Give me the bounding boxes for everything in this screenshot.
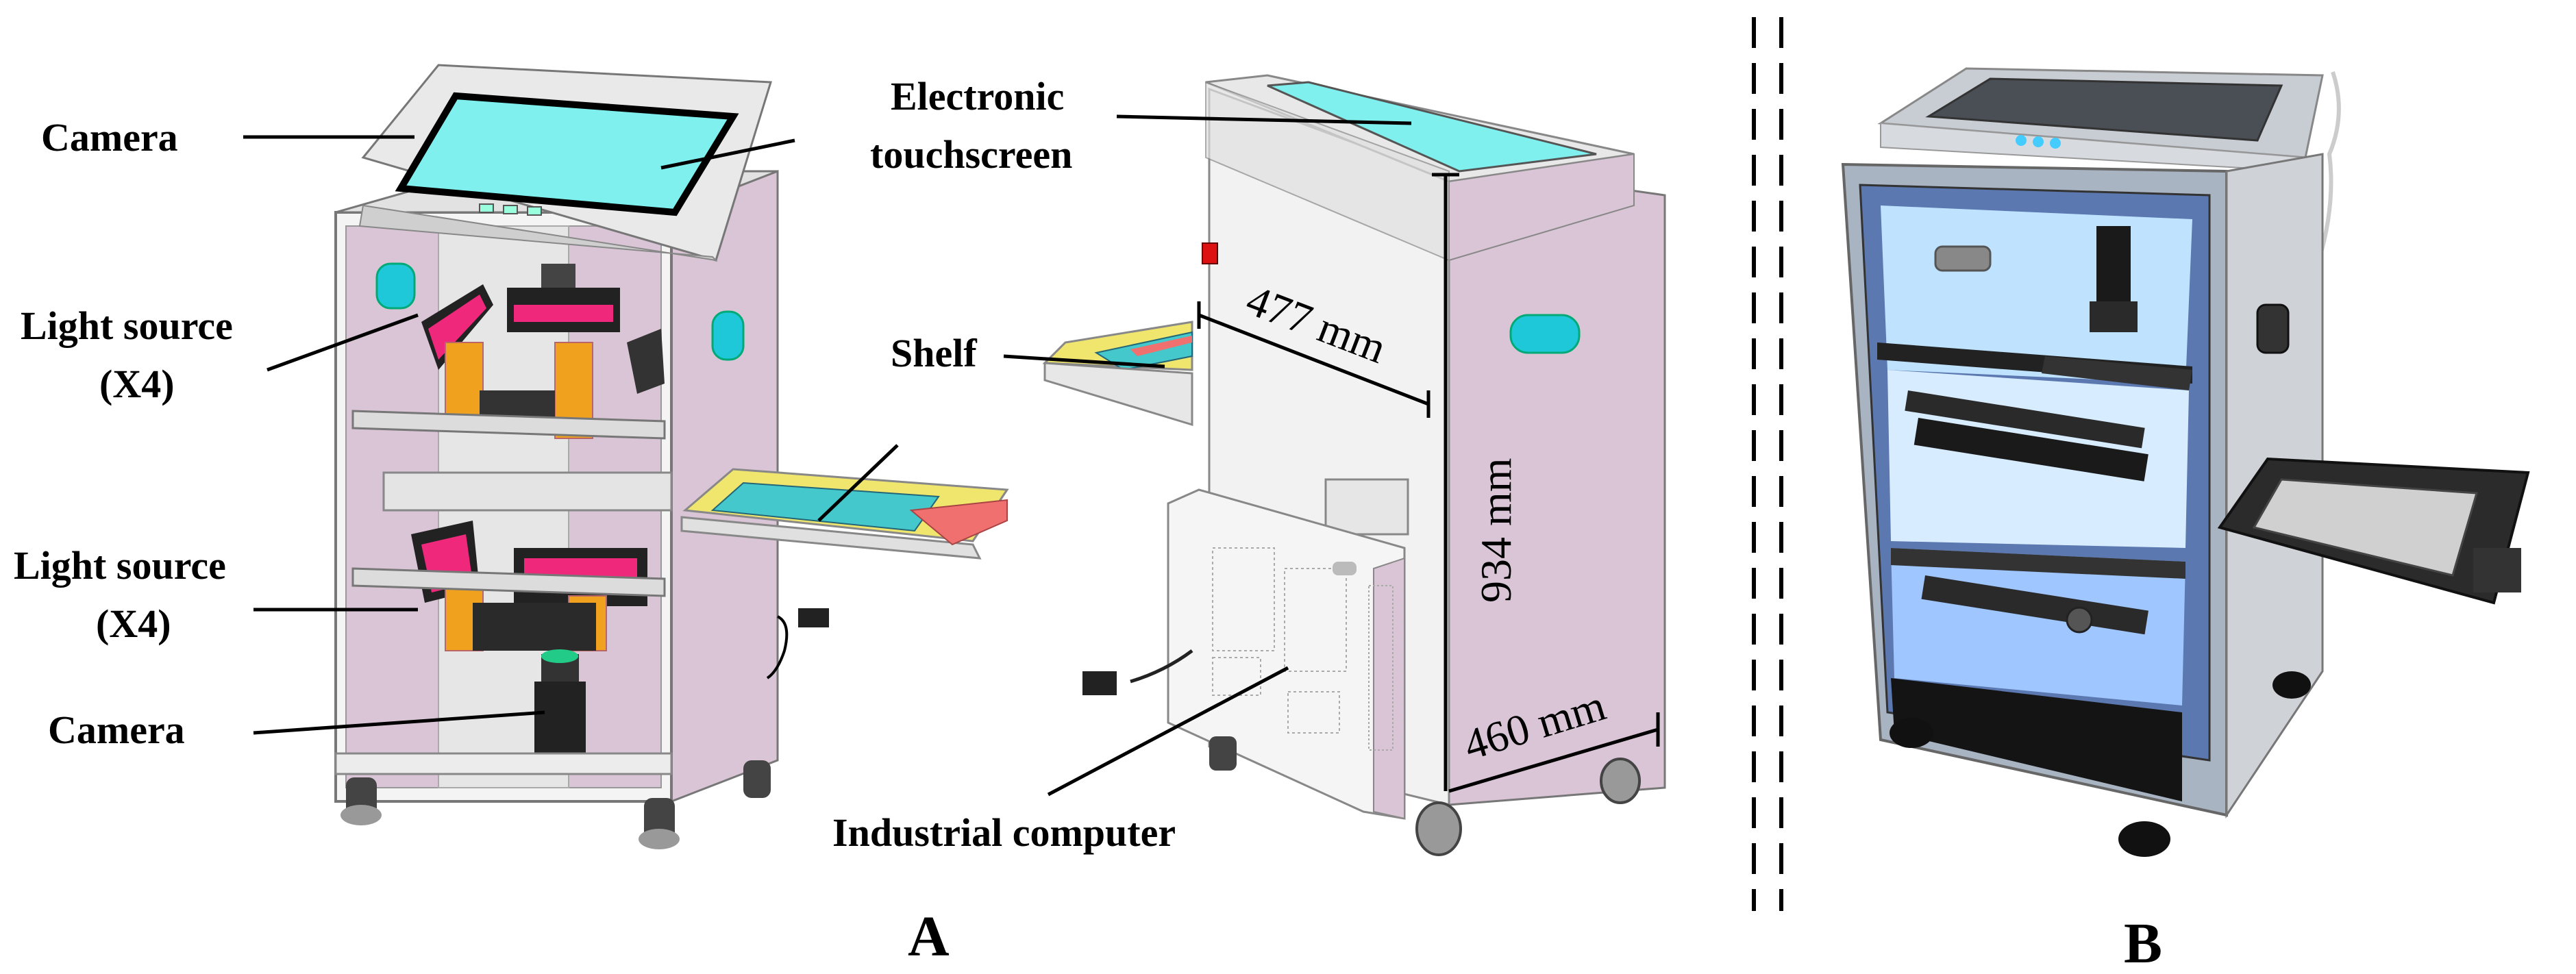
handle-icon <box>1509 314 1581 354</box>
leader-lines <box>243 114 1412 797</box>
panel-label-b: B <box>2124 912 2162 974</box>
label-industrial-computer: Industrial computer <box>832 810 1176 855</box>
electronic-touchscreen-rear <box>1267 81 1597 173</box>
label-light-lower-line1: Light source <box>14 543 226 588</box>
label-light-lower-line2: (X4) <box>96 601 171 646</box>
dimension-lines <box>1197 173 1660 793</box>
handle-icon <box>375 262 416 310</box>
label-light-upper-line1: Light source <box>21 303 233 348</box>
label-light-upper-line2: (X4) <box>99 362 175 406</box>
label-touchscreen-line2: touchscreen <box>870 132 1072 177</box>
label-touchscreen-line1: Electronic <box>891 74 1064 118</box>
cabinet-rear-view <box>1042 74 1666 856</box>
cabinet-front-view <box>334 64 1009 849</box>
label-camera-bottom: Camera <box>48 708 185 752</box>
handle-icon <box>2256 303 2290 354</box>
panel-label-a: A <box>908 905 950 969</box>
electronic-touchscreen-front <box>395 92 739 216</box>
dimension-height: 934 mm <box>1472 458 1520 603</box>
device-photo <box>1841 67 2530 857</box>
handle-icon <box>711 310 745 361</box>
label-camera-top: Camera <box>41 115 178 160</box>
label-shelf: Shelf <box>891 331 977 375</box>
